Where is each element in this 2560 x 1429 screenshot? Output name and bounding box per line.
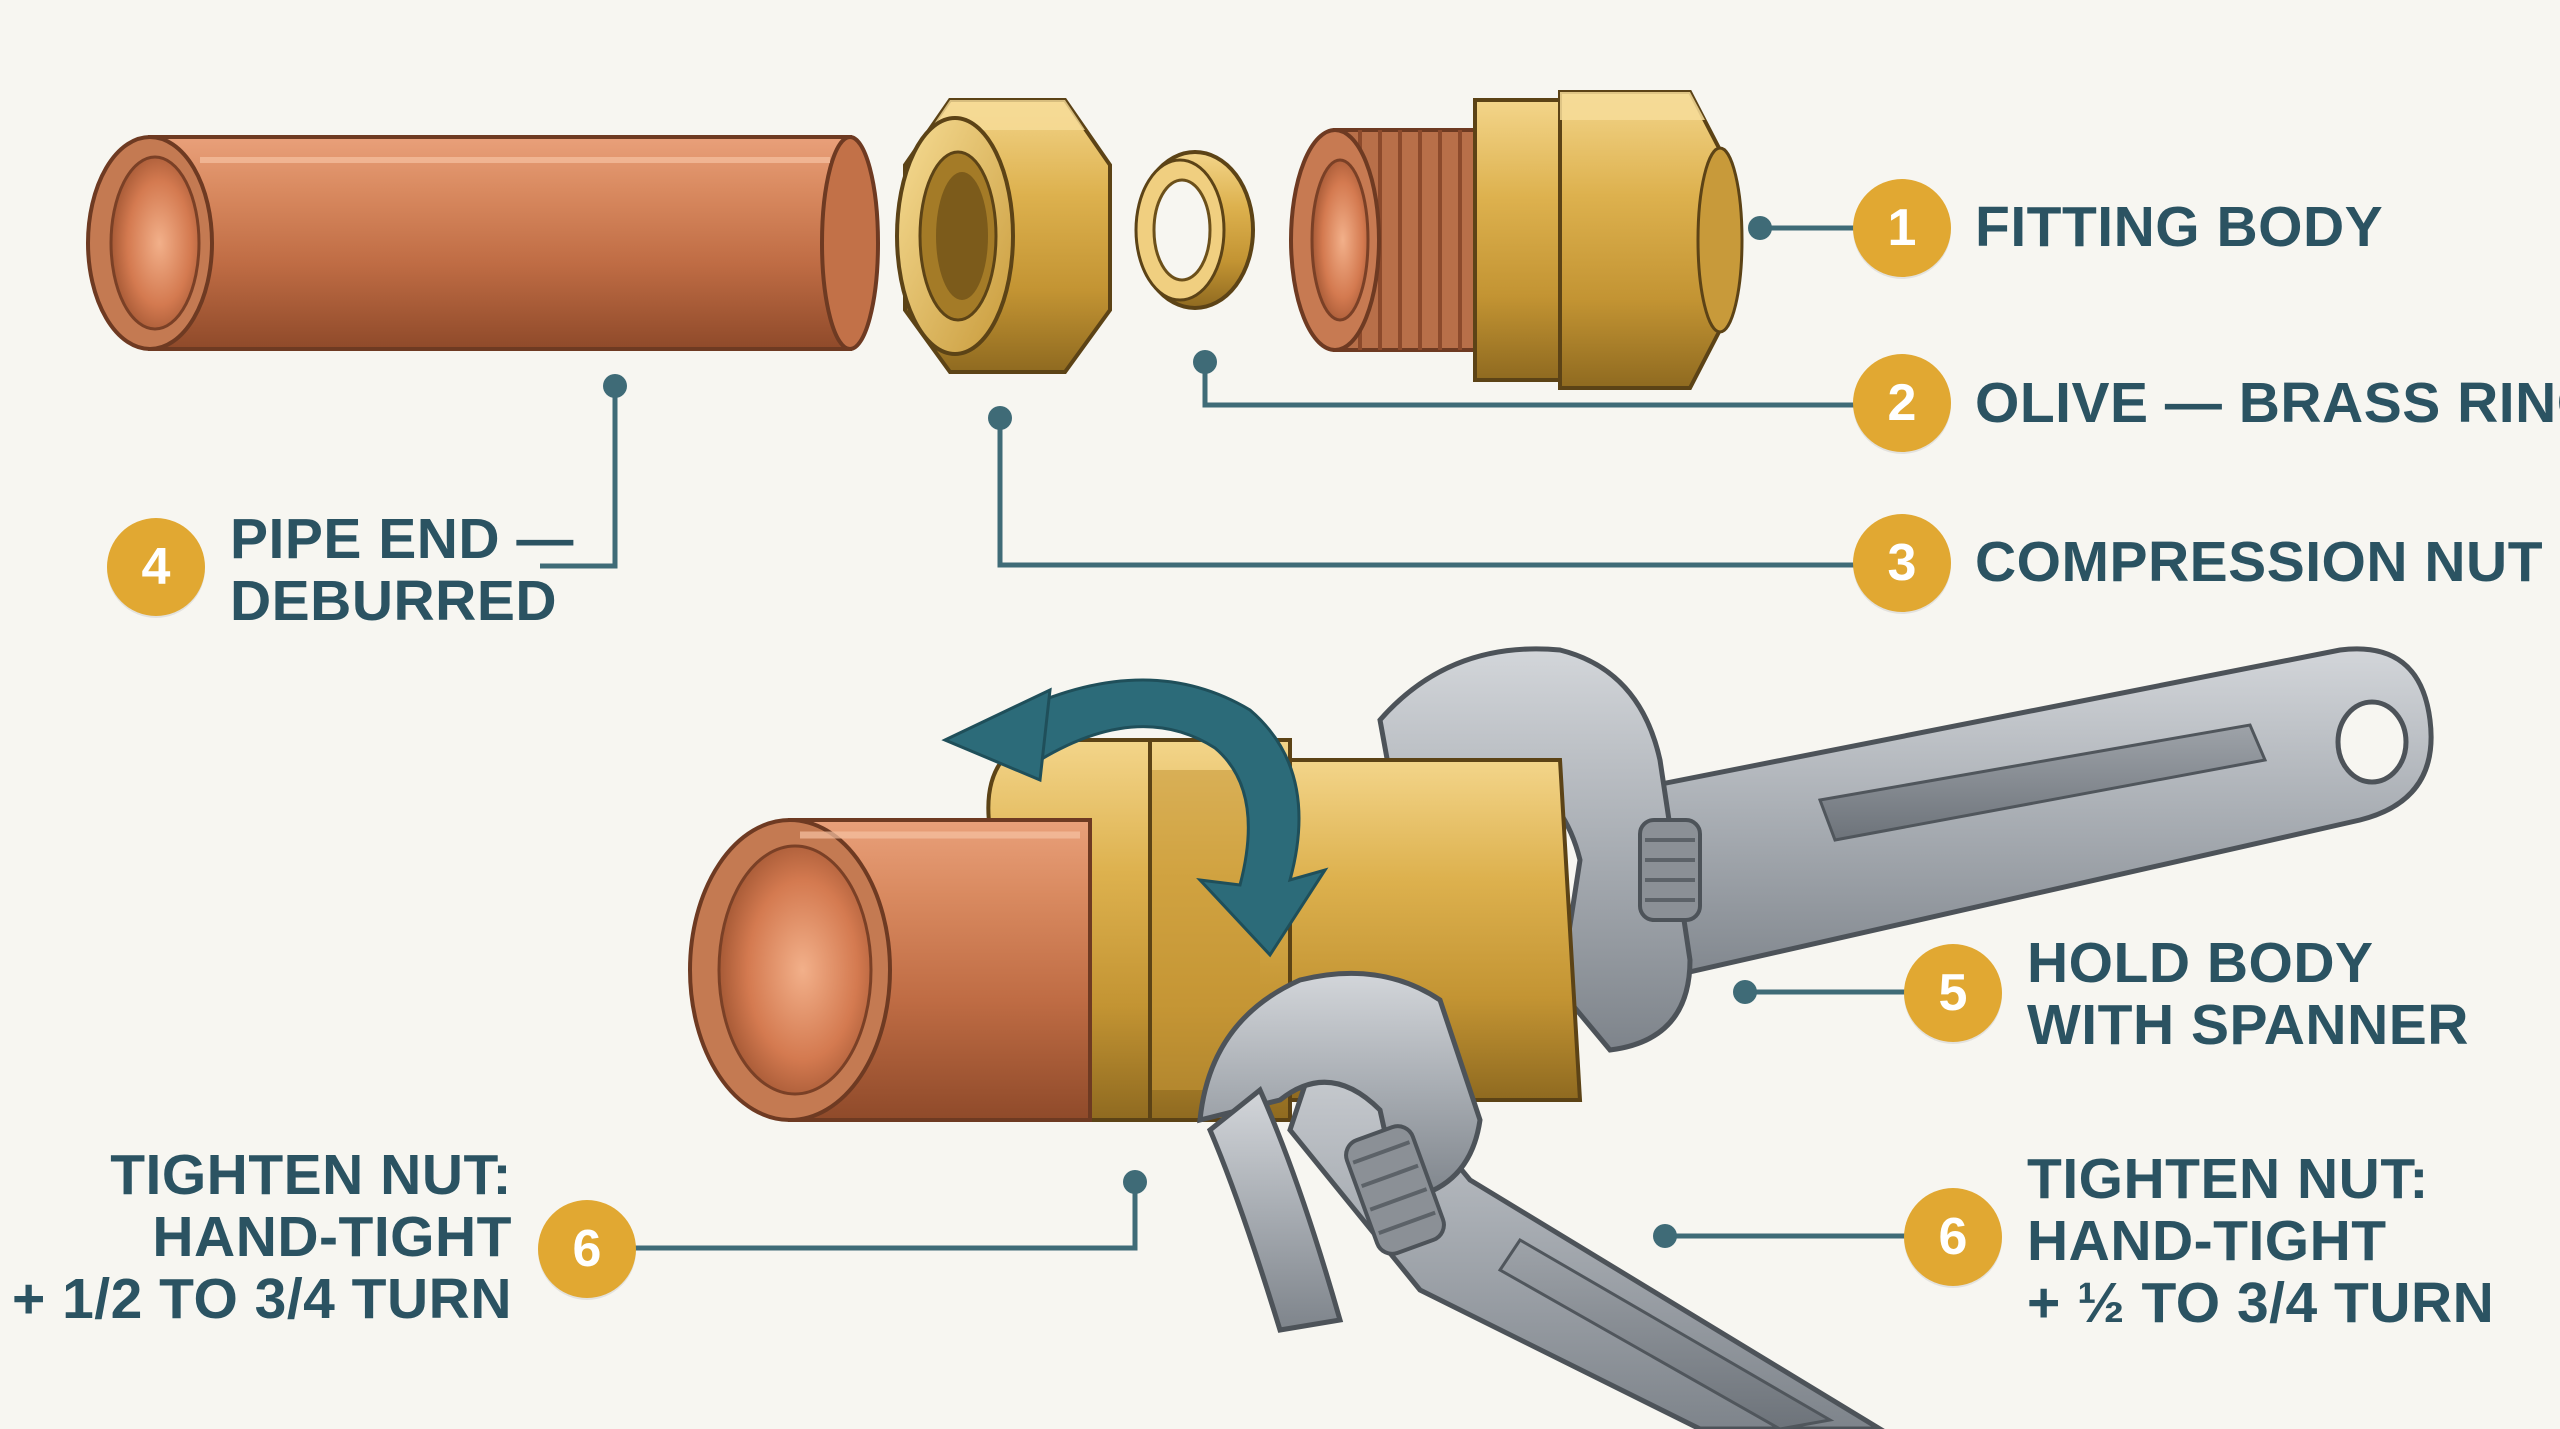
callout-badge-3: 3 (1853, 514, 1951, 612)
label-tighten-nut-left: TIGHTEN NUT: HAND-TIGHT + 1/2 TO 3/4 TUR… (11, 1143, 512, 1331)
leader-lines (540, 225, 1910, 1251)
rotate-arrow-icon (941, 678, 1329, 958)
callout-badge-4: 4 (107, 518, 205, 616)
callout-badge-1: 1 (1853, 179, 1951, 277)
olive-ring-icon (1134, 150, 1255, 310)
fitting-body-icon (1289, 90, 1744, 390)
assembled-fitting-icon (688, 738, 1583, 1122)
adjustable-spanner-icon (1377, 646, 2434, 1053)
adjustable-spanner-icon (1197, 970, 1885, 1429)
label-compression-nut: COMPRESSION NUT (1975, 530, 2544, 594)
leader-dots (603, 216, 1772, 1248)
compression-nut-icon (895, 98, 1112, 374)
label-hold-body-with-spanner: HOLD BODY WITH SPANNER (2027, 931, 2469, 1057)
copper-pipe-icon (86, 135, 880, 351)
label-tighten-nut-right: TIGHTEN NUT: HAND-TIGHT + ½ TO 3/4 TURN (2027, 1147, 2495, 1335)
callout-badge-6-left: 6 (538, 1200, 636, 1298)
label-olive-brass-ring: OLIVE — BRASS RING (1975, 371, 2560, 435)
callout-badge-5: 5 (1904, 944, 2002, 1042)
callout-badge-2: 2 (1853, 354, 1951, 452)
callout-badge-6-right: 6 (1904, 1188, 2002, 1286)
label-pipe-end-deburred: PIPE END — DEBURRED (230, 507, 574, 633)
label-fitting-body: FITTING BODY (1975, 195, 2384, 259)
